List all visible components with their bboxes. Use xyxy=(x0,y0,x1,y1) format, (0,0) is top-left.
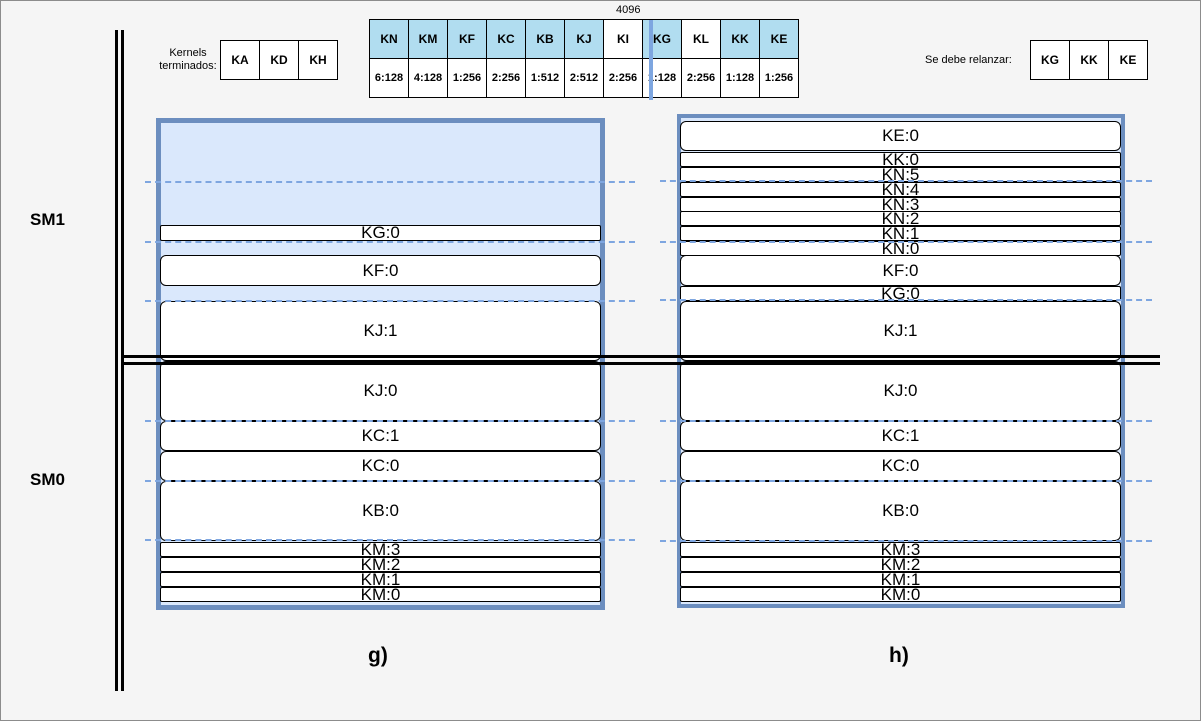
block-h: KM:1 xyxy=(680,571,1121,588)
guide-line xyxy=(660,540,1152,542)
queue-kernel-name: KI xyxy=(603,19,643,59)
kernel-queue-table: KN KM KF KC KB KJ KI KG KL KK KE 6:128 4… xyxy=(369,19,799,98)
kernels-terminados-label: Kernels terminados: xyxy=(158,47,218,73)
queue-name-row: KN KM KF KC KB KJ KI KG KL KK KE xyxy=(369,19,799,59)
guide-line xyxy=(660,420,1152,422)
relaunch-kernel: KG xyxy=(1030,40,1070,80)
queue-kernel-name: KE xyxy=(759,19,799,59)
guide-line xyxy=(145,241,635,243)
finished-kernel: KA xyxy=(220,40,260,80)
guide-line xyxy=(660,299,1152,301)
queue-kernel-value: 1:128 xyxy=(720,58,760,98)
queue-kernel-value: 4:128 xyxy=(408,58,448,98)
block-h: KB:0 xyxy=(680,481,1121,541)
block-h: KC:1 xyxy=(680,421,1121,451)
relaunch-kernel: KE xyxy=(1108,40,1148,80)
queue-kernel-name: KJ xyxy=(564,19,604,59)
block-h: KJ:0 xyxy=(680,361,1121,421)
guide-line xyxy=(145,181,635,183)
block-g: KM:3 xyxy=(160,541,601,558)
sm1-label: SM1 xyxy=(30,210,65,229)
block-h: KF:0 xyxy=(680,255,1121,286)
queue-kernel-name: KL xyxy=(681,19,721,59)
block-g: KB:0 xyxy=(160,481,601,541)
guide-line xyxy=(145,480,635,482)
vertical-axis-line-right xyxy=(121,30,124,691)
block-h: KK:0 xyxy=(680,151,1121,168)
block-h: KN:4 xyxy=(680,181,1121,198)
sm-separator-bottom xyxy=(122,362,1160,365)
caption-g: g) xyxy=(368,644,388,667)
queue-kernel-name: KG xyxy=(642,19,682,59)
vertical-axis-line-left xyxy=(115,30,118,691)
block-h: KM:2 xyxy=(680,556,1121,573)
block-h: KN:0 xyxy=(680,240,1121,257)
block-h: KE:0 xyxy=(680,121,1121,151)
queue-kernel-name: KM xyxy=(408,19,448,59)
guide-line xyxy=(145,420,635,422)
guide-line xyxy=(660,180,1152,182)
sm-separator-top xyxy=(122,355,1160,358)
relanzar-label: Se debe relanzar: xyxy=(925,54,1012,66)
finished-kernel: KH xyxy=(298,40,338,80)
block-g: KJ:0 xyxy=(160,361,601,421)
block-h: KJ:1 xyxy=(680,301,1121,361)
caption-h: h) xyxy=(889,644,909,667)
block-h: KN:2 xyxy=(680,210,1121,227)
kernels-label-line2: terminados: xyxy=(159,60,217,72)
kernels-label-line1: Kernels xyxy=(169,47,207,59)
block-h: KM:0 xyxy=(680,586,1121,603)
block-g: KM:0 xyxy=(160,586,601,603)
queue-kernel-value: 2:256 xyxy=(603,58,643,98)
guide-line xyxy=(145,539,635,541)
relaunch-kernel: KK xyxy=(1069,40,1109,80)
block-g: KJ:1 xyxy=(160,301,601,361)
queue-kernel-name: KC xyxy=(486,19,526,59)
queue-kernel-value: 2:512 xyxy=(564,58,604,98)
queue-kernel-value: 1:512 xyxy=(525,58,565,98)
queue-marker-label: 4096 xyxy=(616,4,641,16)
queue-4096-divider xyxy=(649,20,653,100)
block-g: KG:0 xyxy=(160,224,601,241)
queue-kernel-value: 2:256 xyxy=(486,58,526,98)
queue-value-row: 6:128 4:128 1:256 2:256 1:512 2:512 2:25… xyxy=(369,58,799,98)
queue-kernel-name: KK xyxy=(720,19,760,59)
queue-kernel-name: KB xyxy=(525,19,565,59)
block-h: KC:0 xyxy=(680,451,1121,481)
kernels-terminados-list: KA KD KH xyxy=(220,40,338,80)
block-g: KF:0 xyxy=(160,255,601,286)
relanzar-list: KG KK KE xyxy=(1030,40,1148,80)
queue-kernel-value: 1:256 xyxy=(447,58,487,98)
block-g: KM:2 xyxy=(160,556,601,573)
block-h: KN:3 xyxy=(680,196,1121,213)
guide-line xyxy=(660,480,1152,482)
block-g: KC:1 xyxy=(160,421,601,451)
queue-kernel-value: 1:256 xyxy=(759,58,799,98)
block-g: KC:0 xyxy=(160,451,601,481)
guide-line xyxy=(145,300,635,302)
sm0-label: SM0 xyxy=(30,470,65,489)
guide-line xyxy=(660,241,1152,243)
queue-kernel-name: KN xyxy=(369,19,409,59)
queue-kernel-value: 1:128 xyxy=(642,58,682,98)
block-h: KM:3 xyxy=(680,541,1121,558)
block-g: KM:1 xyxy=(160,571,601,588)
block-h: KN:1 xyxy=(680,225,1121,242)
queue-kernel-value: 2:256 xyxy=(681,58,721,98)
finished-kernel: KD xyxy=(259,40,299,80)
queue-kernel-name: KF xyxy=(447,19,487,59)
queue-kernel-value: 6:128 xyxy=(369,58,409,98)
